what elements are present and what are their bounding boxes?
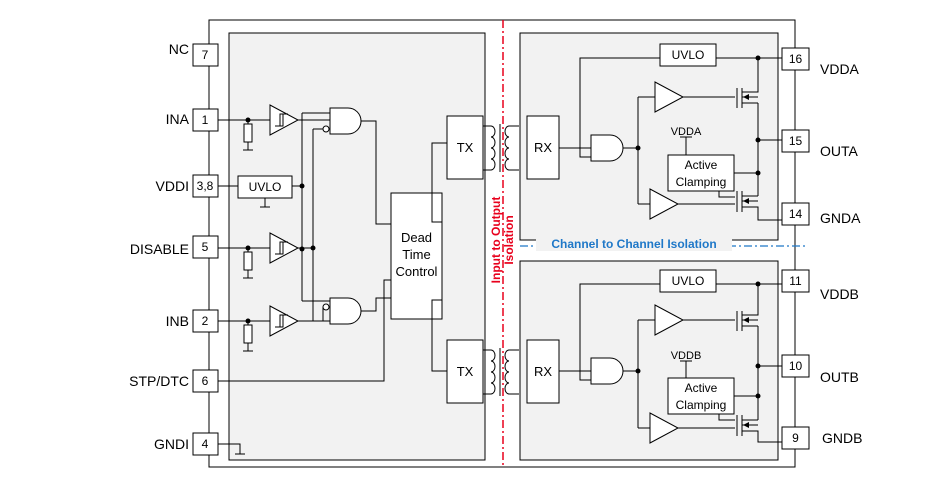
right-pin-vddb: 11 VDDB <box>781 269 859 302</box>
isolation-label-line-2: Isolation <box>502 215 516 264</box>
channel-b-circuit: RX UVLO VDDB Active Clamping <box>526 269 782 444</box>
pin-number: 5 <box>202 240 209 254</box>
mosfet-high-a <box>736 58 759 196</box>
transformer-a <box>483 124 519 172</box>
channel-isolation-label: Channel to Channel Isolation <box>551 237 716 251</box>
left-pin-stp-dtc: STP/DTC 6 <box>129 369 219 393</box>
uvlo-a-label: UVLO <box>672 48 705 62</box>
uvlo-b <box>659 269 717 293</box>
pin-number: 10 <box>789 359 803 373</box>
rx-b <box>526 339 560 404</box>
clamp-a-line-2: Clamping <box>676 175 727 189</box>
right-pin-gnda: 14 GNDA <box>781 202 861 226</box>
input-output-isolation-label: Input to Output Isolation <box>489 197 516 284</box>
pin-name: GNDI <box>154 436 189 452</box>
pin-name: INA <box>166 111 190 127</box>
pin-name: OUTB <box>820 369 859 385</box>
pin-number: 11 <box>789 274 802 288</box>
pin-number: 9 <box>792 431 799 445</box>
mosfet-high-b <box>736 284 759 420</box>
uvlo-a <box>659 43 717 67</box>
left-pin-gndi: GNDI 4 <box>154 432 219 456</box>
pin-name: VDDA <box>820 61 860 77</box>
pin-number: 7 <box>202 48 209 62</box>
pin-number: 2 <box>202 314 209 328</box>
rx-a-label: RX <box>534 140 552 155</box>
tx-b-label: TX <box>457 364 474 379</box>
tx-b: TX <box>446 339 484 404</box>
right-pin-gndb: 9 GNDB <box>781 426 862 450</box>
clamp-b-line-1: Active <box>685 381 718 395</box>
right-pin-outa: 15 OUTA <box>781 129 859 159</box>
dead-time-control <box>390 192 443 320</box>
active-clamping-a <box>667 154 735 192</box>
pin-number: 3,8 <box>197 179 214 193</box>
dead-time-line-3: Control <box>396 264 438 279</box>
pin-name: STP/DTC <box>129 373 189 389</box>
pin-name: GNDA <box>820 210 861 226</box>
dead-time-line-2: Time <box>402 247 430 262</box>
clamp-b-line-2: Clamping <box>676 398 727 412</box>
left-pin-disable: DISABLE 5 <box>130 235 219 259</box>
and-gate-out-a <box>590 134 624 162</box>
channel-a-panel <box>519 32 779 241</box>
left-pin-inb: INB 2 <box>166 309 219 333</box>
uvlo-input-label: UVLO <box>249 180 282 194</box>
tx-a-label: TX <box>457 140 474 155</box>
left-pin-nc: NC 7 <box>169 41 219 67</box>
right-pin-vdda: 16 VDDA <box>781 47 860 77</box>
pin-number: 15 <box>789 134 803 148</box>
dead-time-line-1: Dead <box>401 230 432 245</box>
clamp-a-line-1: Active <box>685 158 718 172</box>
channel-a-circuit: RX UVLO VDDA Active Clamping <box>526 43 782 221</box>
and-gate-a <box>329 107 362 135</box>
isolation-label-line-1: Input to Output <box>489 197 503 284</box>
tx-a: TX <box>446 115 484 180</box>
transformer-b <box>483 348 519 396</box>
pin-name: DISABLE <box>130 241 189 257</box>
pin-number: 1 <box>202 113 209 127</box>
pin-number: 6 <box>202 374 209 388</box>
pin-number: 16 <box>789 52 803 66</box>
input-logic: UVLO Dead Time Co <box>218 104 447 455</box>
right-pin-outb: 10 OUTB <box>781 354 859 385</box>
pin-name: INB <box>166 313 189 329</box>
pin-name: VDDI <box>156 178 189 194</box>
active-clamping-b <box>667 377 735 415</box>
pin-name: VDDB <box>820 286 859 302</box>
pin-number: 14 <box>789 207 803 221</box>
vdda-internal-label: VDDA <box>671 126 702 138</box>
pin-number: 4 <box>202 437 209 451</box>
uvlo-b-label: UVLO <box>672 274 705 288</box>
left-pin-ina: INA 1 <box>166 108 219 132</box>
vddb-internal-label: VDDB <box>671 350 702 362</box>
pin-name: OUTA <box>820 143 859 159</box>
channel-b-panel <box>519 260 779 461</box>
left-pin-vddi: VDDI 3,8 <box>156 174 219 198</box>
rx-b-label: RX <box>534 364 552 379</box>
rx-a <box>526 115 560 180</box>
pin-name: NC <box>169 41 189 57</box>
and-gate-b <box>329 297 362 325</box>
and-gate-out-b <box>590 357 624 385</box>
pin-name: GNDB <box>822 430 862 446</box>
